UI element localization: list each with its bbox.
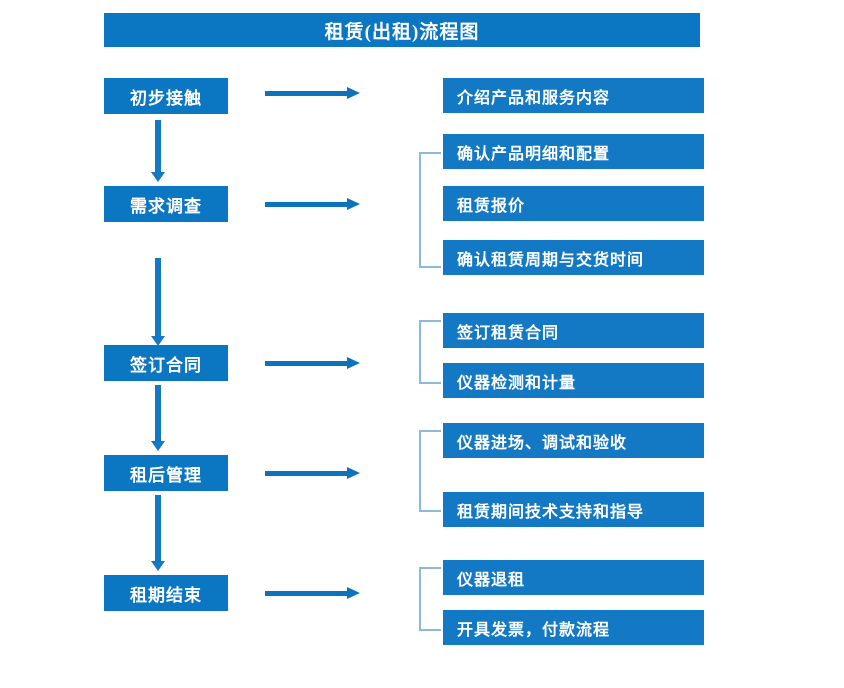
arrow-head-icon (347, 357, 360, 369)
stage-box-1[interactable]: 初步接触 (104, 78, 228, 114)
flow-arrow-1-to-2 (151, 120, 165, 182)
arrow-head-icon (151, 172, 165, 182)
arrow-shaft (155, 385, 161, 441)
bracket-group-3 (419, 320, 441, 384)
detail-box-2-2[interactable]: 租赁报价 (443, 186, 704, 221)
detail-box-5-2[interactable]: 开具发票，付款流程 (443, 610, 704, 645)
stage-box-4[interactable]: 租后管理 (104, 455, 228, 491)
arrow-head-icon (347, 198, 360, 210)
arrow-to-details-1 (265, 87, 360, 99)
detail-box-3-1[interactable]: 签订租赁合同 (443, 313, 704, 348)
arrow-head-icon (151, 441, 165, 451)
arrow-head-icon (151, 336, 165, 346)
stage-box-5[interactable]: 租期结束 (104, 575, 228, 611)
arrow-head-icon (347, 467, 360, 479)
arrow-shaft (265, 202, 349, 207)
detail-box-2-3[interactable]: 确认租赁周期与交货时间 (443, 240, 704, 275)
stage-box-2[interactable]: 需求调查 (104, 186, 228, 222)
detail-box-1-1[interactable]: 介绍产品和服务内容 (443, 78, 704, 113)
detail-box-2-1[interactable]: 确认产品明细和配置 (443, 134, 704, 169)
flow-arrow-2-to-3 (151, 258, 165, 346)
detail-box-5-1[interactable]: 仪器退租 (443, 560, 704, 595)
arrow-to-details-3 (265, 357, 360, 369)
flow-arrow-4-to-5 (151, 495, 165, 571)
arrow-shaft (265, 471, 349, 476)
arrow-head-icon (151, 561, 165, 571)
flow-arrow-3-to-4 (151, 385, 165, 451)
arrow-shaft (155, 495, 161, 561)
arrow-shaft (265, 591, 349, 596)
bracket-group-4 (419, 430, 441, 512)
arrow-to-details-2 (265, 198, 360, 210)
chart-title: 租赁(出租)流程图 (104, 13, 700, 47)
bracket-group-2 (419, 152, 441, 268)
arrow-shaft (155, 258, 161, 336)
arrow-to-details-4 (265, 467, 360, 479)
stage-box-3[interactable]: 签订合同 (104, 345, 228, 381)
arrow-head-icon (347, 587, 360, 599)
arrow-shaft (265, 91, 349, 96)
detail-box-4-2[interactable]: 租赁期间技术支持和指导 (443, 492, 704, 527)
arrow-to-details-5 (265, 587, 360, 599)
bracket-group-5 (419, 567, 441, 631)
arrow-shaft (155, 120, 161, 172)
detail-box-4-1[interactable]: 仪器进场、调试和验收 (443, 423, 704, 458)
arrow-shaft (265, 361, 349, 366)
arrow-head-icon (347, 87, 360, 99)
detail-box-3-2[interactable]: 仪器检测和计量 (443, 363, 704, 398)
